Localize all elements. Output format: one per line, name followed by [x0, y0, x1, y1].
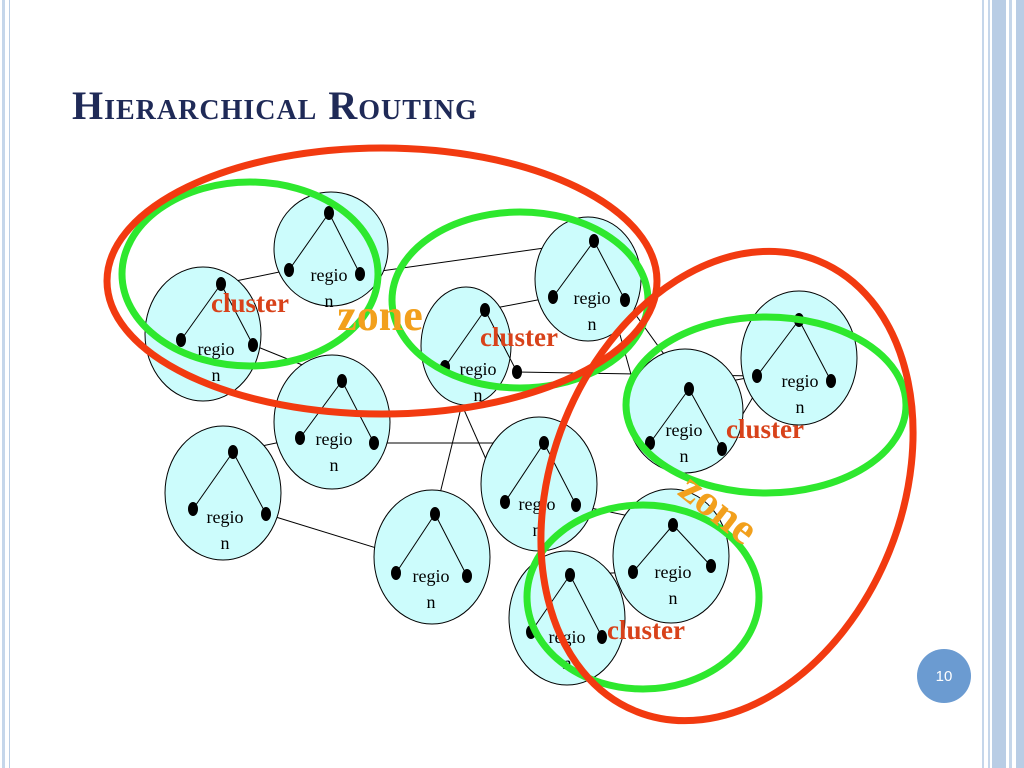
slide-frame-left [0, 0, 10, 768]
router-node [752, 369, 762, 383]
cluster-label: cluster [607, 615, 685, 645]
router-node [355, 267, 365, 281]
router-node [337, 374, 347, 388]
region-label: n [796, 397, 805, 417]
region-r7: regio n [740, 290, 858, 426]
region-label: regio [655, 562, 692, 582]
region-label: n [588, 314, 597, 334]
router-node [539, 436, 549, 450]
zone-label: zone [337, 291, 423, 340]
cluster-label: cluster [480, 322, 558, 352]
region-r3: regio n [534, 216, 642, 342]
region-r9: regio n [480, 416, 598, 552]
region-r5: regio n [273, 354, 391, 490]
router-node [324, 206, 334, 220]
router-node [684, 382, 694, 396]
region-label: n [221, 533, 230, 553]
router-node [216, 277, 226, 291]
region-bubble [273, 354, 391, 490]
region-label: n [474, 385, 483, 405]
region-label: regio [666, 420, 703, 440]
router-node [391, 566, 401, 580]
region-r10: regio n [373, 489, 491, 625]
zone-ring [103, 144, 661, 418]
region-bubble [508, 550, 626, 686]
region-label: regio [413, 566, 450, 586]
region-label: n [427, 592, 436, 612]
rings-layer [103, 144, 917, 725]
router-node [261, 507, 271, 521]
router-node [706, 559, 716, 573]
region-r1: regio n [273, 191, 389, 311]
region-r6: regio n [626, 348, 744, 474]
router-node [548, 290, 558, 304]
region-r8: regio n [164, 425, 282, 561]
region-label: n [212, 365, 221, 385]
router-node [480, 303, 490, 317]
page-number-badge: 10 [917, 649, 971, 703]
router-node [597, 630, 607, 644]
region-label: regio [460, 359, 497, 379]
cluster-ring [523, 501, 763, 693]
region-label: n [325, 291, 334, 311]
region-label: regio [198, 339, 235, 359]
cluster-ring [118, 178, 382, 370]
router-node [668, 518, 678, 532]
router-node [430, 507, 440, 521]
region-label: regio [574, 288, 611, 308]
region-label: n [680, 446, 689, 466]
router-node [565, 568, 575, 582]
region-bubble [373, 489, 491, 625]
router-node [462, 569, 472, 583]
region-label: regio [207, 507, 244, 527]
region-bubble [164, 425, 282, 561]
region-label: regio [782, 371, 819, 391]
cluster-ring [622, 313, 910, 497]
router-node [500, 495, 510, 509]
region-label: n [533, 520, 542, 540]
region-label: regio [519, 494, 556, 514]
router-node [295, 431, 305, 445]
router-node [176, 333, 186, 347]
slide-title: Hierarchical Routing [72, 83, 478, 128]
router-node [284, 263, 294, 277]
router-node [645, 436, 655, 450]
router-node [188, 502, 198, 516]
router-node [571, 498, 581, 512]
router-node [717, 442, 727, 456]
router-node [369, 436, 379, 450]
router-node [620, 293, 630, 307]
region-label: regio [311, 265, 348, 285]
region-label: regio [316, 429, 353, 449]
regions-layer: regionregionregionregionregionregionregi… [144, 191, 858, 686]
cluster-label: cluster [726, 414, 804, 444]
region-r4: regio n [420, 286, 522, 406]
router-node [248, 338, 258, 352]
router-node [228, 445, 238, 459]
router-node [826, 374, 836, 388]
region-label: n [669, 588, 678, 608]
region-label: n [330, 455, 339, 475]
router-node [628, 565, 638, 579]
router-node [512, 365, 522, 379]
slide-frame-right [978, 0, 1024, 768]
region-bubble [612, 488, 730, 624]
router-node [589, 234, 599, 248]
cluster-label: cluster [211, 288, 289, 318]
region-r11: regio n [612, 488, 730, 624]
zone-ring [537, 247, 917, 725]
